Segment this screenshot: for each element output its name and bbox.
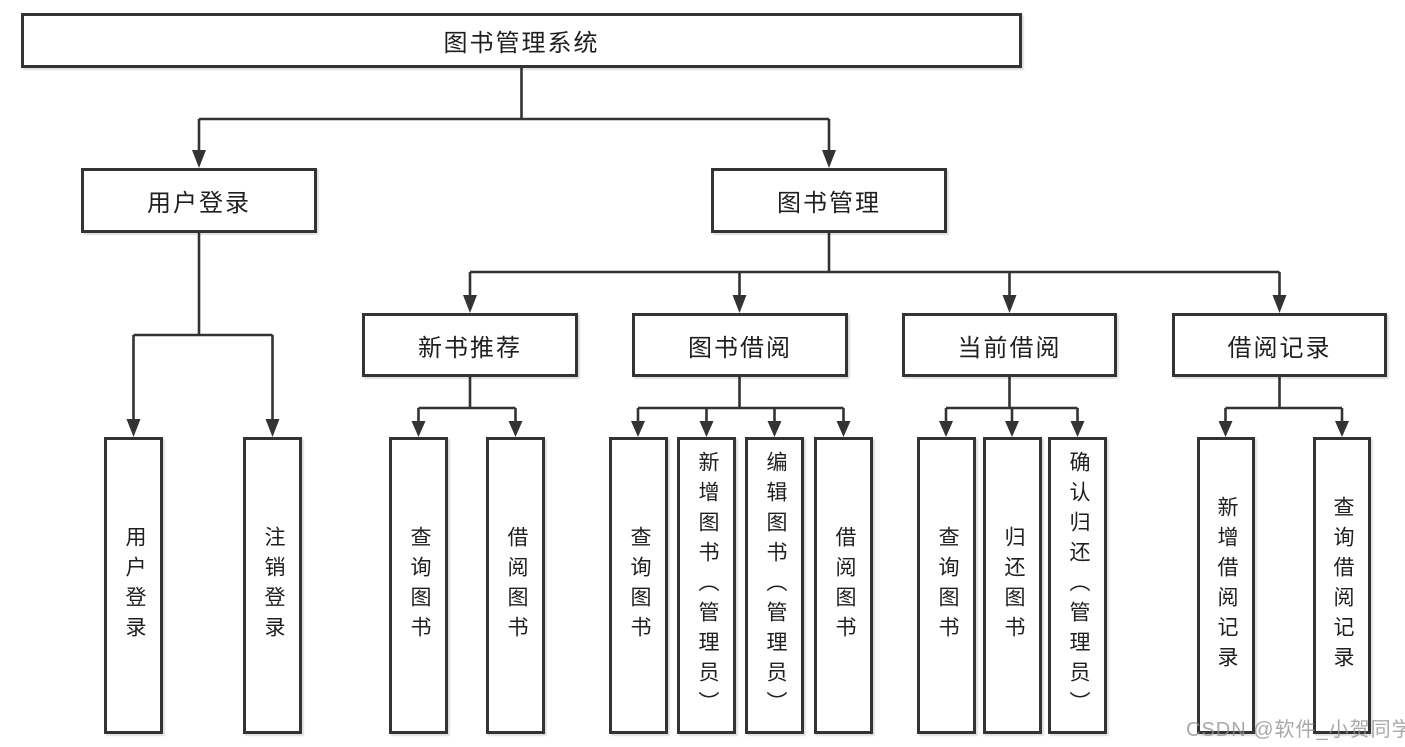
connector-book-borrowing bbox=[631, 377, 851, 437]
node-book-borrowing: 图书借阅 bbox=[632, 313, 848, 377]
csdn-watermark: CSDN @软件_小贺同学 bbox=[1186, 719, 1405, 741]
node-confirm-return-admin: 确认归还（管理员） bbox=[1048, 437, 1107, 734]
node-return-books: 归还图书 bbox=[983, 437, 1042, 734]
node-user-login: 用户登录 bbox=[81, 168, 317, 233]
node-borrow-books-recommend: 借阅图书 bbox=[486, 437, 545, 734]
connector-root bbox=[192, 68, 836, 168]
node-book-management: 图书管理 bbox=[711, 168, 947, 233]
node-current-borrowing: 当前借阅 bbox=[902, 313, 1117, 377]
node-logout: 注销登录 bbox=[243, 437, 302, 734]
node-user-login-leaf: 用户登录 bbox=[104, 437, 163, 734]
node-root: 图书管理系统 bbox=[21, 13, 1022, 68]
connector-book-management bbox=[463, 233, 1287, 313]
node-query-borrow-record: 查询借阅记录 bbox=[1313, 437, 1371, 734]
node-query-books-current: 查询图书 bbox=[917, 437, 976, 734]
connector-current-borrowing bbox=[939, 377, 1085, 437]
node-query-books-recommend: 查询图书 bbox=[389, 437, 448, 734]
node-add-borrow-record: 新增借阅记录 bbox=[1197, 437, 1255, 734]
connector-user-login bbox=[126, 233, 280, 437]
node-borrow-books-leaf: 借阅图书 bbox=[814, 437, 873, 734]
connector-borrowing-records bbox=[1218, 377, 1349, 437]
node-query-books-borrowing: 查询图书 bbox=[609, 437, 668, 734]
node-borrowing-records: 借阅记录 bbox=[1172, 313, 1387, 377]
connector-new-book-recommendation bbox=[411, 377, 523, 437]
node-add-books-admin: 新增图书（管理员） bbox=[677, 437, 736, 734]
node-new-book-recommendation: 新书推荐 bbox=[362, 313, 578, 377]
node-edit-books-admin: 编辑图书（管理员） bbox=[745, 437, 804, 734]
